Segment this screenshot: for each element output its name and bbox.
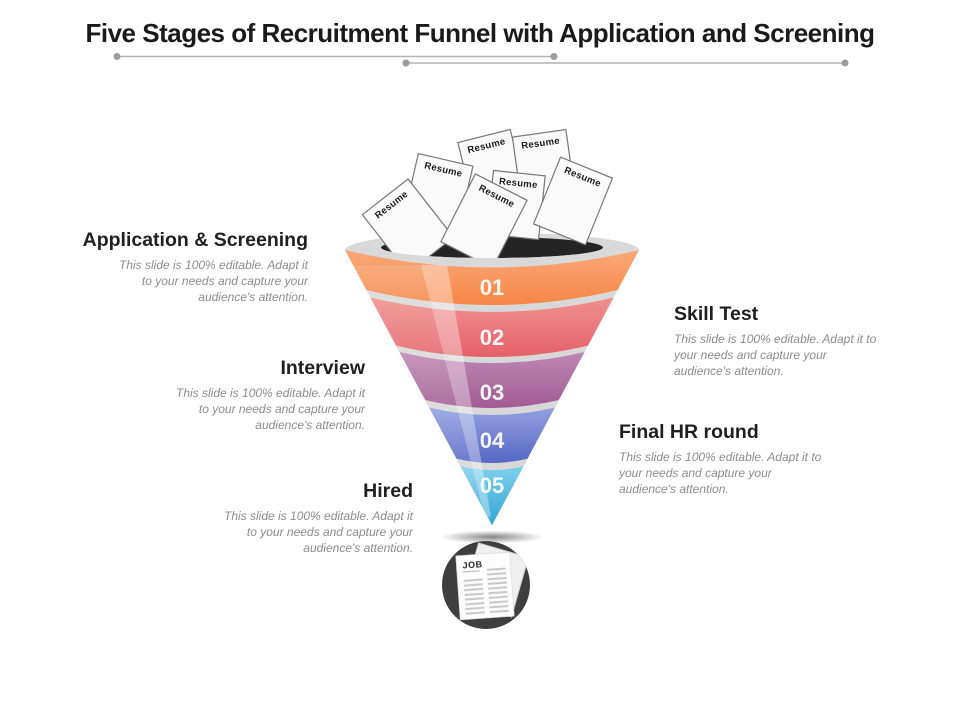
funnel-tip-shadow bbox=[440, 530, 544, 544]
stage-description: This slide is 100% editable. Adapt it to… bbox=[619, 450, 822, 497]
job-label: JOB bbox=[462, 559, 483, 570]
stage-band-02 bbox=[370, 297, 614, 357]
svg-text:Resume: Resume bbox=[521, 136, 561, 152]
funnel-rim-front bbox=[345, 247, 639, 268]
stage-heading-hired: Hired bbox=[363, 480, 413, 502]
stage-heading-application-screening: Application & Screening bbox=[82, 229, 308, 251]
stage-number-04: 04 bbox=[480, 428, 505, 453]
resume-paper: Resume bbox=[532, 156, 614, 246]
resume-papers: Resume Resume Resume Resume Resume Resum… bbox=[361, 128, 614, 274]
svg-text:Resume: Resume bbox=[498, 176, 538, 191]
gloss-highlight-streak bbox=[421, 265, 491, 518]
stage-description: This slide is 100% editable. Adapt it to… bbox=[224, 509, 413, 556]
job-text-lines bbox=[463, 567, 509, 615]
callout-skill-test: Skill Test This slide is 100% editable. … bbox=[674, 303, 909, 379]
job-page-front: JOB bbox=[455, 551, 515, 621]
stage-number-02: 02 bbox=[480, 325, 504, 350]
stage-heading-skill-test: Skill Test bbox=[674, 303, 759, 325]
stage-band-04 bbox=[429, 407, 555, 463]
job-document-icon: JOB bbox=[442, 541, 530, 629]
stage-band-01 bbox=[345, 250, 639, 305]
slide-title: Five Stages of Recruitment Funnel with A… bbox=[85, 18, 875, 48]
stage-number-01: 01 bbox=[480, 275, 504, 300]
gloss-highlight-wide bbox=[352, 265, 491, 521]
callout-final-hr-round: Final HR round This slide is 100% editab… bbox=[619, 421, 854, 497]
stage-description: This slide is 100% editable. Adapt it to… bbox=[176, 386, 365, 433]
header-divider-lines bbox=[117, 55, 845, 64]
stage-band-05 bbox=[460, 466, 524, 525]
stage-number-05: 05 bbox=[480, 473, 504, 498]
callout-interview: Interview This slide is 100% editable. A… bbox=[125, 357, 365, 433]
callout-application-screening: Application & Screening This slide is 10… bbox=[58, 229, 308, 305]
callout-hired: Hired This slide is 100% editable. Adapt… bbox=[173, 480, 413, 556]
stage-heading-interview: Interview bbox=[280, 357, 365, 379]
stage-heading-final-hr-round: Final HR round bbox=[619, 421, 759, 443]
header-divider-dots bbox=[113, 53, 849, 67]
stage-description: This slide is 100% editable. Adapt it to… bbox=[674, 332, 877, 379]
stage-band-03 bbox=[399, 352, 585, 408]
stage-number-03: 03 bbox=[480, 380, 504, 405]
stage-description: This slide is 100% editable. Adapt it to… bbox=[119, 258, 308, 305]
